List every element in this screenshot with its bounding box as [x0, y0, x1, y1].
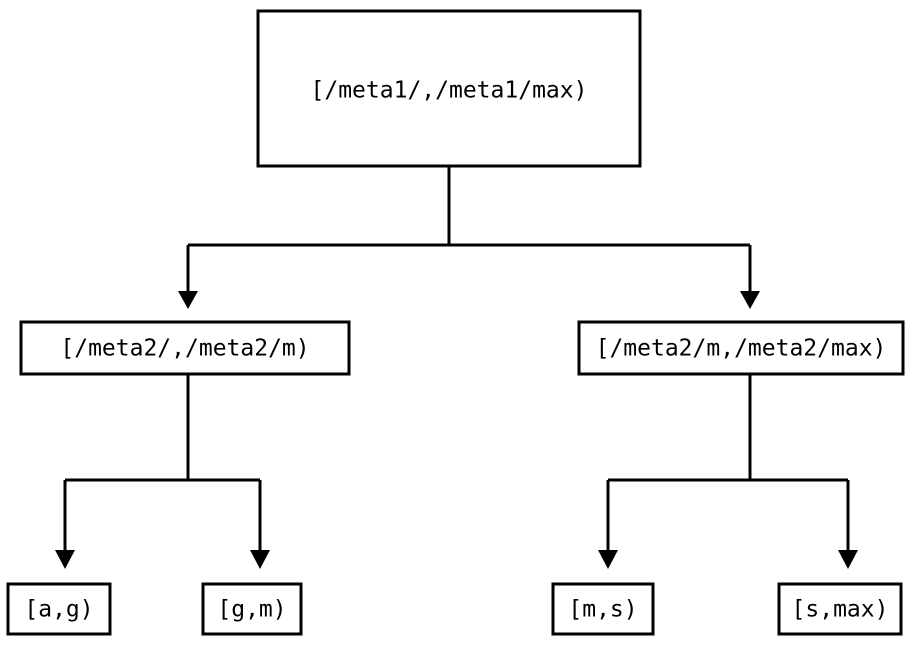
node-root-label: [/meta1/,/meta1/max) — [311, 78, 588, 104]
edge-group-midleft-to-leaves — [55, 374, 270, 569]
node-root-box[interactable] — [256, 9, 642, 168]
node-leaf-a-g-label: [a,g) — [24, 597, 93, 623]
node-mid-left[interactable]: [/meta2/,/meta2/m) — [19, 320, 351, 376]
arrowhead-root-to-mid-right — [740, 291, 760, 309]
node-mid-left-label: [/meta2/,/meta2/m) — [60, 336, 309, 362]
node-mid-right-label: [/meta2/m,/meta2/max) — [596, 336, 887, 362]
node-mid-right[interactable]: [/meta2/m,/meta2/max) — [577, 320, 905, 376]
node-mid-right-box[interactable] — [577, 320, 905, 376]
node-leaf-m-s-box[interactable] — [551, 582, 655, 636]
node-leaf-g-m-box[interactable] — [201, 582, 303, 636]
arrowhead-to-leaf-g-m — [250, 550, 270, 569]
node-leaf-g-m[interactable]: [g,m) — [201, 582, 303, 636]
node-mid-left-box[interactable] — [19, 320, 351, 376]
node-leaf-s-max-box[interactable] — [777, 582, 903, 636]
node-leaf-a-g-box[interactable] — [6, 582, 112, 636]
arrowhead-to-leaf-s-max — [838, 550, 858, 569]
node-leaf-g-m-label: [g,m) — [217, 597, 286, 623]
node-leaf-m-s[interactable]: [m,s) — [551, 582, 655, 636]
node-leaf-a-g[interactable]: [a,g) — [6, 582, 112, 636]
arrowhead-to-leaf-a-g — [55, 550, 75, 569]
arrowhead-root-to-mid-left — [178, 291, 198, 309]
edge-group-midright-to-leaves — [598, 374, 858, 569]
node-root[interactable]: [/meta1/,/meta1/max) — [256, 9, 642, 168]
edge-group-root-to-mid — [178, 166, 760, 309]
node-leaf-m-s-label: [m,s) — [568, 597, 637, 623]
node-leaf-s-max-label: [s,max) — [792, 597, 889, 623]
arrowhead-to-leaf-m-s — [598, 550, 618, 569]
node-leaf-s-max[interactable]: [s,max) — [777, 582, 903, 636]
